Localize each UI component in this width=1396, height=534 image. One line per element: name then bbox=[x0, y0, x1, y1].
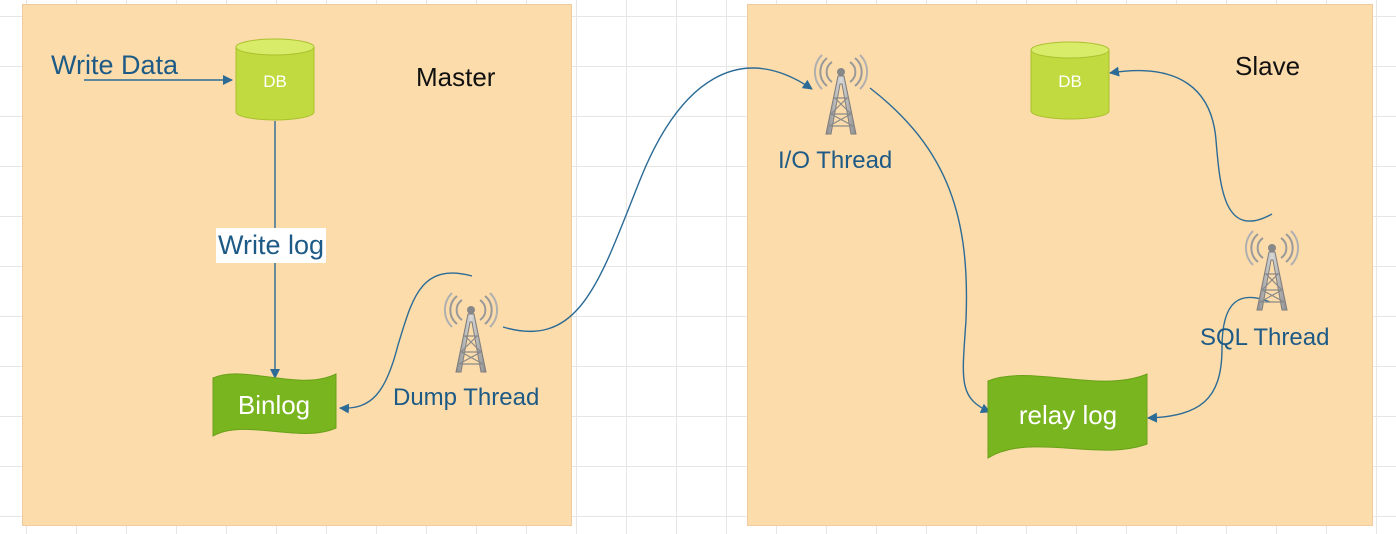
io-to-relay-arrow bbox=[869, 87, 991, 413]
relay-log-document: relay log bbox=[987, 373, 1148, 459]
slave-db-cylinder: DB bbox=[1030, 41, 1110, 120]
dump-thread-radio-tower-icon bbox=[443, 292, 499, 373]
io-thread-label: I/O Thread bbox=[778, 147, 893, 174]
master-db-label: DB bbox=[263, 72, 287, 91]
write-log-label: Write log bbox=[216, 228, 327, 263]
slave-title: Slave bbox=[1235, 51, 1301, 81]
master-db-cylinder: DB bbox=[235, 38, 315, 121]
dump-to-binlog-arrow bbox=[339, 272, 473, 414]
sql-to-db-arrow bbox=[1109, 66, 1273, 222]
write-data-label: Write Data bbox=[51, 50, 179, 80]
sql-thread-label: SQL Thread bbox=[1200, 324, 1330, 351]
dump-to-io-arrow bbox=[502, 67, 813, 333]
dump-thread-label: Dump Thread bbox=[393, 384, 540, 411]
io-thread-radio-tower-icon bbox=[813, 54, 869, 135]
relay-log-label: relay log bbox=[1019, 400, 1117, 430]
binlog-document: Binlog bbox=[212, 373, 337, 437]
relay-to-sql-arrow bbox=[1147, 296, 1271, 423]
master-title: Master bbox=[416, 62, 496, 92]
binlog-label: Binlog bbox=[238, 390, 310, 420]
slave-db-label: DB bbox=[1058, 72, 1082, 91]
